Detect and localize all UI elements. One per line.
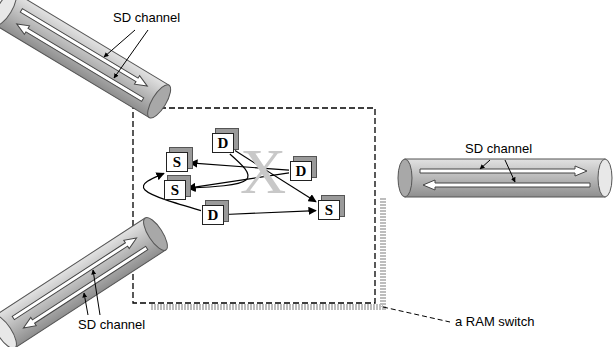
signal-arrow <box>143 173 201 210</box>
port-letter: S <box>173 153 181 171</box>
switch-port-box: D <box>202 205 224 225</box>
channel-tube <box>398 159 612 197</box>
leader-lines <box>84 30 515 315</box>
port-letter: S <box>171 181 179 199</box>
switch-port-box: S <box>166 152 188 172</box>
channel-label: SD channel <box>113 11 180 26</box>
port-letter: S <box>325 201 333 219</box>
port-letter: D <box>218 134 229 152</box>
switch-port-box: S <box>318 200 340 220</box>
port-letter: D <box>296 162 307 180</box>
channel-label: SD channel <box>78 318 145 333</box>
signal-arrow <box>225 211 316 215</box>
switch-band <box>150 198 383 307</box>
leader-line <box>383 307 450 322</box>
switch-port-box: S <box>164 180 186 200</box>
watermark: X <box>240 140 286 204</box>
port-letter: D <box>208 206 219 224</box>
switch-label: a RAM switch <box>455 315 534 330</box>
signal-arrow <box>188 154 248 188</box>
switch-port-box: D <box>212 133 234 153</box>
channel-label: SD channel <box>465 142 532 157</box>
channel-tube <box>0 214 172 347</box>
switch-outline <box>133 108 375 303</box>
switch-port-box: D <box>290 161 312 181</box>
